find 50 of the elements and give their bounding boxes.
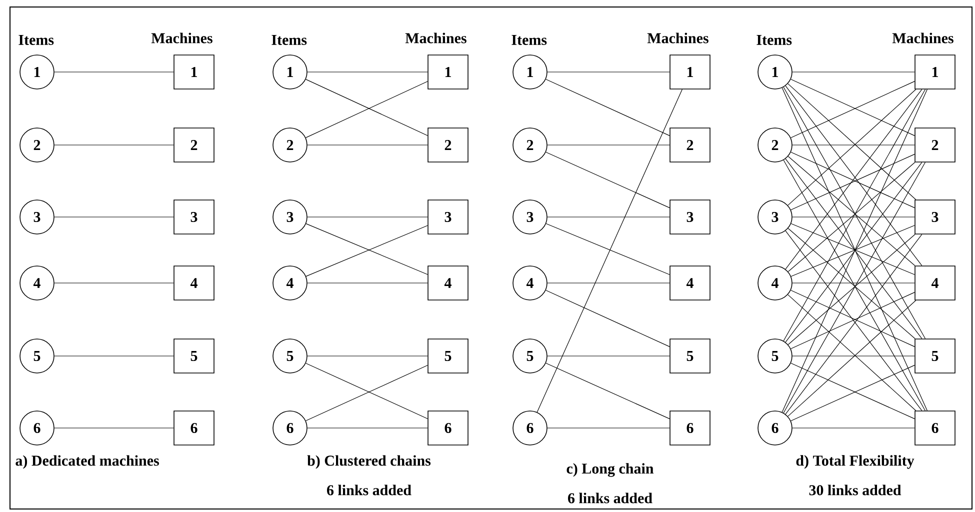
machine-box: 1	[428, 54, 468, 90]
machine-box: 6	[428, 410, 468, 446]
machine-box: 5	[174, 338, 214, 374]
machine-box: 2	[670, 128, 710, 162]
machine-box: 2	[914, 128, 956, 162]
column-heading: Items	[512, 35, 547, 45]
link-line	[307, 216, 428, 218]
machine-box: 4	[670, 266, 710, 300]
panel-caption: c) Long chain	[566, 463, 654, 477]
link-line	[54, 216, 174, 218]
machine-box: 3	[914, 200, 956, 234]
link-line	[792, 216, 915, 218]
link-line	[547, 144, 670, 146]
panel-caption: b) Clustered chains	[307, 455, 431, 469]
link-line	[546, 152, 670, 208]
link-line	[54, 144, 174, 146]
machine-box: 3	[174, 200, 214, 234]
machine-box: 3	[428, 200, 468, 234]
panel-caption: 6 links added	[568, 492, 652, 504]
link-line	[54, 282, 174, 284]
machine-box: 1	[914, 54, 956, 90]
machine-box: 4	[914, 266, 956, 300]
machine-box: 5	[428, 338, 468, 374]
link-line	[547, 282, 670, 284]
machine-box: 4	[174, 266, 214, 300]
panel-caption: 30 links added	[809, 484, 902, 496]
link-line	[546, 78, 670, 136]
panel-caption: a) Dedicated machines	[16, 455, 159, 469]
panel-caption: 6 links added	[327, 484, 412, 496]
link-line	[536, 89, 682, 412]
link-line	[547, 216, 670, 218]
machine-box: 1	[670, 54, 710, 90]
machine-box: 2	[174, 128, 214, 162]
link-line	[792, 144, 915, 146]
link-line	[546, 290, 670, 347]
machine-box: 2	[428, 128, 468, 162]
link-line	[792, 282, 915, 284]
machine-box: 5	[670, 338, 710, 374]
link-line	[307, 282, 428, 284]
machine-box: 5	[914, 338, 956, 374]
machine-box: 1	[174, 54, 214, 90]
link-line	[307, 144, 428, 146]
machine-box: 6	[174, 410, 214, 446]
link-line	[546, 362, 670, 420]
panel-caption: d) Total Flexibility	[796, 455, 914, 469]
link-line	[546, 223, 670, 275]
machine-box: 6	[914, 410, 956, 446]
machine-box: 3	[670, 200, 710, 234]
machine-box: 6	[670, 410, 710, 446]
machine-box: 4	[428, 266, 468, 300]
